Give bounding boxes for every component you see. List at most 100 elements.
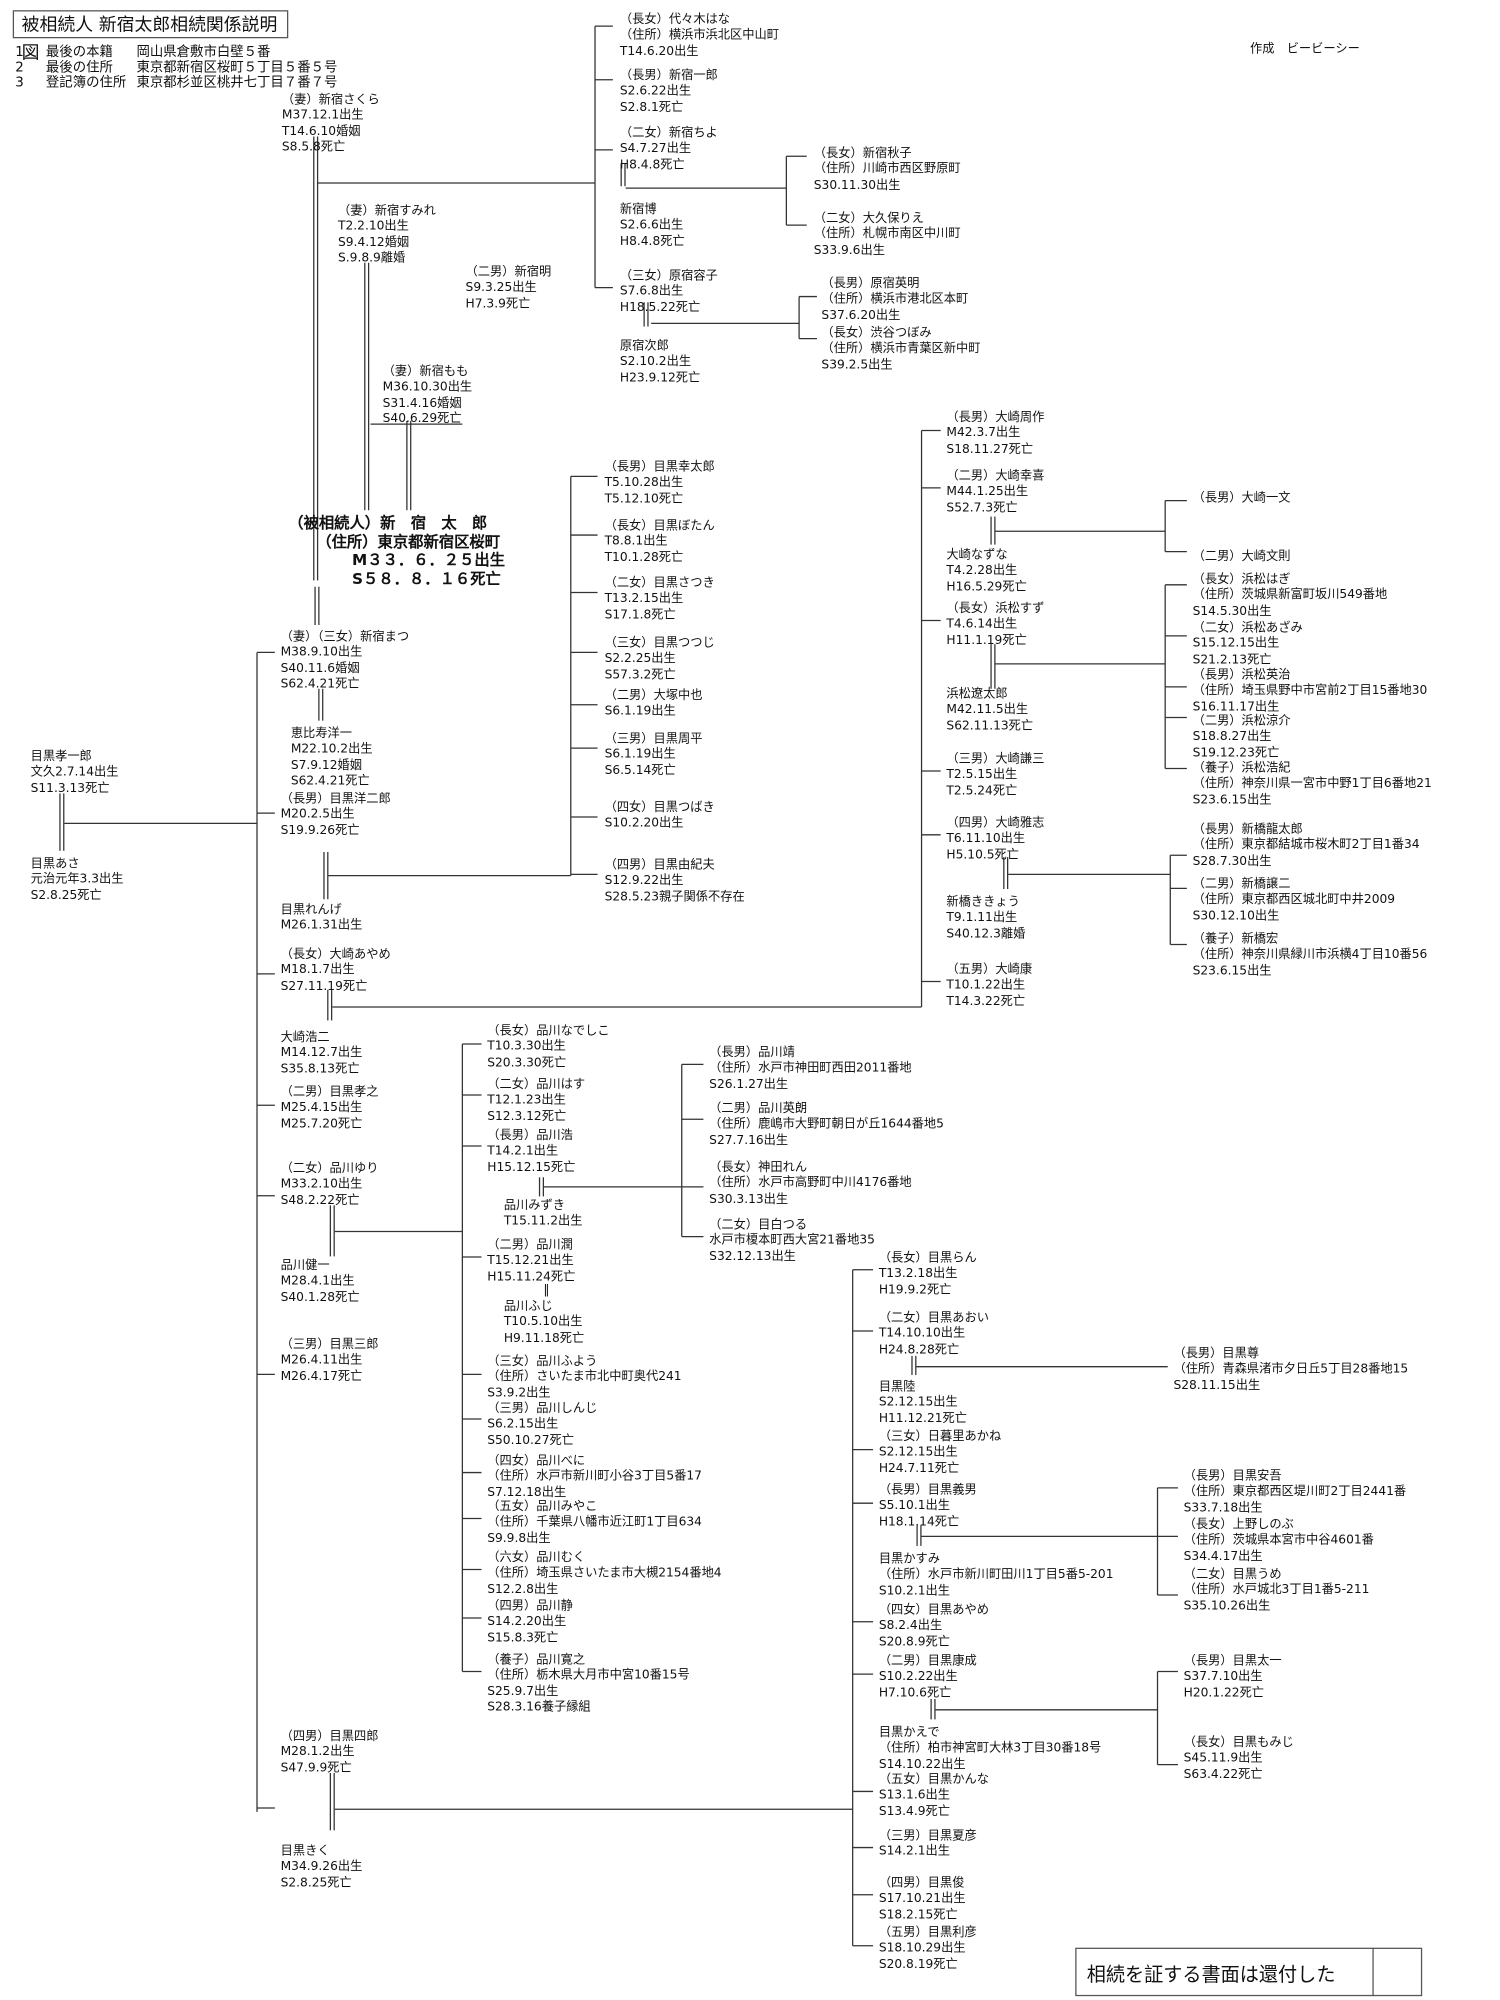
seal-checkbox[interactable] xyxy=(1372,1947,1423,1997)
person-detail: S20.8.19死亡 xyxy=(878,1957,958,1972)
person-detail: M20.2.5出生 xyxy=(280,807,355,822)
person-detail: S40.12.3離婚 xyxy=(946,926,1026,941)
person-detail: S6.5.14死亡 xyxy=(604,763,676,778)
person-detail: H7.10.6死亡 xyxy=(878,1685,952,1700)
person-detail: （住所）神奈川県緑川市浜横4丁目10番56 xyxy=(1192,948,1428,963)
person-detail: T13.2.15出生 xyxy=(604,592,684,607)
person-detail: T10.1.22出生 xyxy=(946,978,1026,993)
person-name: （長男）目黒洋二郎 xyxy=(280,792,391,807)
person-detail: 文久2.7.14出生 xyxy=(30,765,119,780)
person-detail: S18.2.15死亡 xyxy=(878,1907,958,1922)
person-detail: T2.2.10出生 xyxy=(338,219,409,234)
person-name: （長男）新宿一郎 xyxy=(619,68,718,83)
person-detail: S12.2.8出生 xyxy=(487,1582,559,1597)
person-detail: （住所）水戸市高野町中川4176番地 xyxy=(709,1176,912,1191)
person-name: （長男）目黒太一 xyxy=(1183,1654,1282,1669)
person-detail: T14.6.20出生 xyxy=(619,44,699,59)
person-name: （二女）目黒あおい xyxy=(878,1311,989,1326)
person-detail: S21.2.13死亡 xyxy=(1192,652,1272,667)
person-detail: H19.9.2死亡 xyxy=(878,1282,952,1297)
person-detail: S2.8.25死亡 xyxy=(280,1875,352,1890)
person-detail: S62.4.21死亡 xyxy=(290,774,370,789)
person-detail: S14.2.1出生 xyxy=(878,1844,950,1859)
person-block: （長男）大崎一文 xyxy=(1193,491,1291,507)
person-detail: T10.3.30出生 xyxy=(487,1039,566,1054)
person-detail: S23.6.15出生 xyxy=(1192,792,1272,807)
person-detail: H18.5.22死亡 xyxy=(619,300,701,315)
person-detail: S52.7.3死亡 xyxy=(946,500,1018,515)
person-detail: （住所）鹿嶋市大野町朝日が丘1644番地5 xyxy=(709,1117,944,1132)
person-detail: S2.2.25出生 xyxy=(604,652,676,667)
person-detail: S27.7.16出生 xyxy=(709,1133,789,1148)
person-name: （長女）上野しのぶ xyxy=(1183,1517,1294,1532)
person-detail: （住所）茨城県新富町坂川549番地 xyxy=(1192,588,1388,603)
person-name: 大崎なずな xyxy=(946,548,1008,563)
person-detail: （住所）横浜市青葉区新中町 xyxy=(821,342,981,357)
person-name: （長女）渋谷つぼみ xyxy=(821,326,932,341)
person-name: 目黒孝一郎 xyxy=(30,749,92,765)
person-name: （三男）品川しんじ xyxy=(487,1401,598,1416)
person-detail: S11.3.13死亡 xyxy=(30,781,110,796)
person-name: （五女）品川みやこ xyxy=(487,1499,598,1515)
decedent-died: S５８．８．１６死亡 xyxy=(352,569,501,588)
person-detail: S5.10.1出生 xyxy=(878,1499,950,1514)
person-name: 新宿博 xyxy=(619,202,657,217)
person-name: （養子）浜松浩紀 xyxy=(1192,761,1291,776)
person-name: （長男）目黒尊 xyxy=(1173,1346,1260,1361)
person-name: 恵比寿洋一 xyxy=(290,727,352,742)
person-detail: （住所）埼玉県さいたま市大槻2154番地4 xyxy=(487,1566,722,1581)
person-detail: S6.1.19出生 xyxy=(604,747,676,762)
person-detail: S30.12.10出生 xyxy=(1192,908,1280,923)
person-detail: S35.8.13死亡 xyxy=(280,1061,360,1077)
person-detail: M25.4.15出生 xyxy=(280,1101,363,1116)
person-detail: T12.1.23出生 xyxy=(487,1093,566,1108)
person-detail: S27.11.19死亡 xyxy=(280,979,368,994)
person-detail: M37.12.1出生 xyxy=(281,108,364,123)
returned-note: 相続を証する書面は還付した xyxy=(1086,1962,1336,1986)
person-name: （妻）新宿さくら xyxy=(281,93,380,108)
info-label: 最後の本籍 xyxy=(45,44,113,60)
person-name: （二女）新宿ちよ xyxy=(619,126,718,141)
person-name: （長男）品川浩 xyxy=(487,1128,573,1143)
returned-documents-box: 相続を証する書面は還付した xyxy=(1075,1947,1423,1997)
person-detail: S19.9.26死亡 xyxy=(280,823,360,838)
decedent-block: （被相続人）新 宿 太 郎 （住所）東京都新宿区桜町 M３３．６．２５出生 S５… xyxy=(288,514,505,588)
person-name: （長男）目黒幸太郎 xyxy=(604,460,715,475)
person-name: （妻）新宿すみれ xyxy=(338,204,436,219)
person-name: （四男）目黒由紀夫 xyxy=(604,858,715,873)
person-detail: （住所）東京都西区堤川町2丁目2441番 xyxy=(1183,1485,1407,1500)
person-name: 品川健一 xyxy=(280,1258,330,1273)
person-detail: （住所）神奈川県一宮市中野1丁目6番地21 xyxy=(1192,777,1432,792)
person-name: （長女）代々木はな xyxy=(619,12,731,27)
person-name: （養子）新橋宏 xyxy=(1192,932,1279,947)
info-value: 東京都杉並区桃井七丁目７番７号 xyxy=(136,75,338,91)
person-name: （二女）目黒うめ xyxy=(1183,1567,1282,1582)
